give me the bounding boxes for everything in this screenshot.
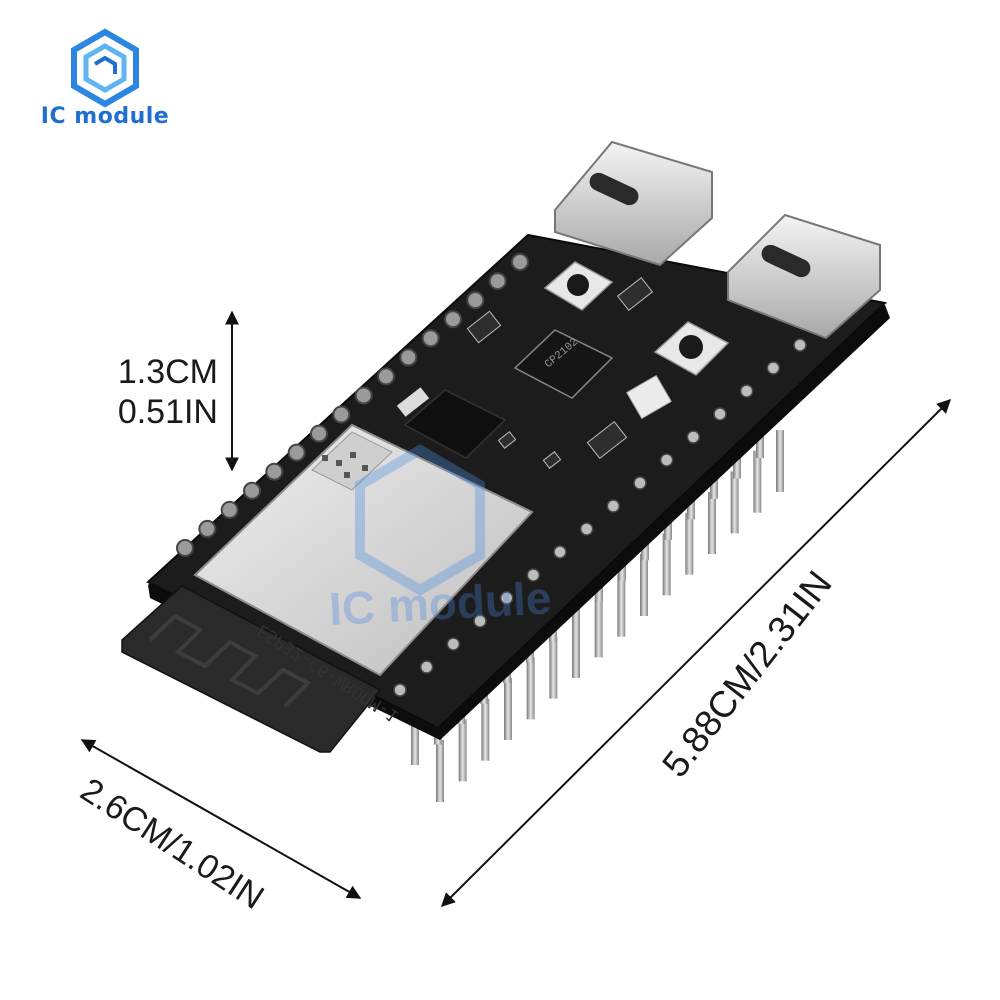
pin-pad	[446, 637, 461, 651]
header-pin	[594, 595, 603, 658]
header-pin	[640, 554, 648, 616]
pin-pad	[511, 253, 529, 271]
pin-pad	[421, 329, 440, 348]
height-dimension-label: 1.3CM 0.51IN	[108, 352, 218, 432]
pin-pad	[243, 481, 261, 500]
pin-pad	[579, 522, 594, 536]
header-pin	[617, 574, 626, 637]
pin-pad	[766, 361, 781, 375]
header-pin	[549, 636, 558, 699]
header-pin	[504, 678, 512, 740]
height-cm: 1.3CM	[117, 353, 218, 391]
pad-row-bottom	[393, 338, 807, 697]
pin-pad	[287, 443, 306, 462]
pin-pad	[265, 462, 284, 481]
pad-row-top	[176, 253, 529, 557]
pin-pad	[198, 519, 217, 538]
pin-pad	[444, 310, 462, 329]
brand-name: IC module	[40, 104, 170, 129]
pin-pad	[713, 407, 727, 421]
pin-pad	[220, 500, 239, 519]
usb-c-port-1	[554, 140, 713, 267]
width-arrow	[80, 739, 362, 899]
pin-pad	[354, 386, 373, 405]
pin-pad	[633, 476, 647, 490]
pin-pad	[176, 539, 194, 557]
qr-code-icon	[322, 452, 368, 478]
pin-header-front	[436, 430, 784, 802]
header-pin	[436, 740, 444, 802]
pin-pad	[466, 291, 485, 310]
pin-pad	[793, 338, 807, 352]
antenna-pcb	[121, 585, 382, 753]
header-pin	[662, 533, 671, 596]
pin-pad	[377, 367, 395, 386]
pin-pad	[739, 384, 754, 398]
header-pin	[685, 512, 694, 575]
usb-uart-chip: CP2102	[513, 329, 614, 399]
usb-c-port-2	[727, 213, 881, 340]
smd-components	[466, 276, 654, 469]
header-pin	[708, 492, 716, 554]
header-pin	[753, 450, 762, 513]
voltage-regulator	[396, 387, 507, 459]
header-pin	[572, 616, 580, 678]
reset-button	[653, 321, 730, 376]
header-pin	[411, 725, 419, 765]
pin-pad	[488, 272, 507, 291]
pin-pad	[499, 591, 514, 605]
rgb-led	[626, 374, 672, 420]
pin-pad	[659, 453, 674, 467]
pin-pad	[606, 499, 621, 513]
pin-pad	[399, 348, 418, 367]
boot-button	[543, 261, 614, 311]
header-pin	[481, 698, 490, 761]
height-in: 0.51IN	[117, 393, 218, 431]
pin-pad	[526, 568, 541, 582]
pin-pad	[393, 683, 407, 697]
pin-pad	[310, 424, 328, 443]
watermark-hexagon-icon	[355, 444, 485, 596]
header-pin	[526, 657, 535, 720]
pin-pad	[553, 545, 567, 559]
watermark-text: IC module	[328, 571, 553, 635]
pin-pad	[686, 430, 701, 444]
pin-pad	[473, 614, 487, 628]
hexagon-logo-icon	[71, 28, 139, 108]
header-pin	[730, 471, 739, 534]
pin-pad	[419, 660, 434, 674]
header-pin	[776, 430, 784, 492]
header-pin	[458, 719, 467, 782]
length-arrow	[441, 399, 951, 907]
pin-pad	[332, 405, 351, 424]
